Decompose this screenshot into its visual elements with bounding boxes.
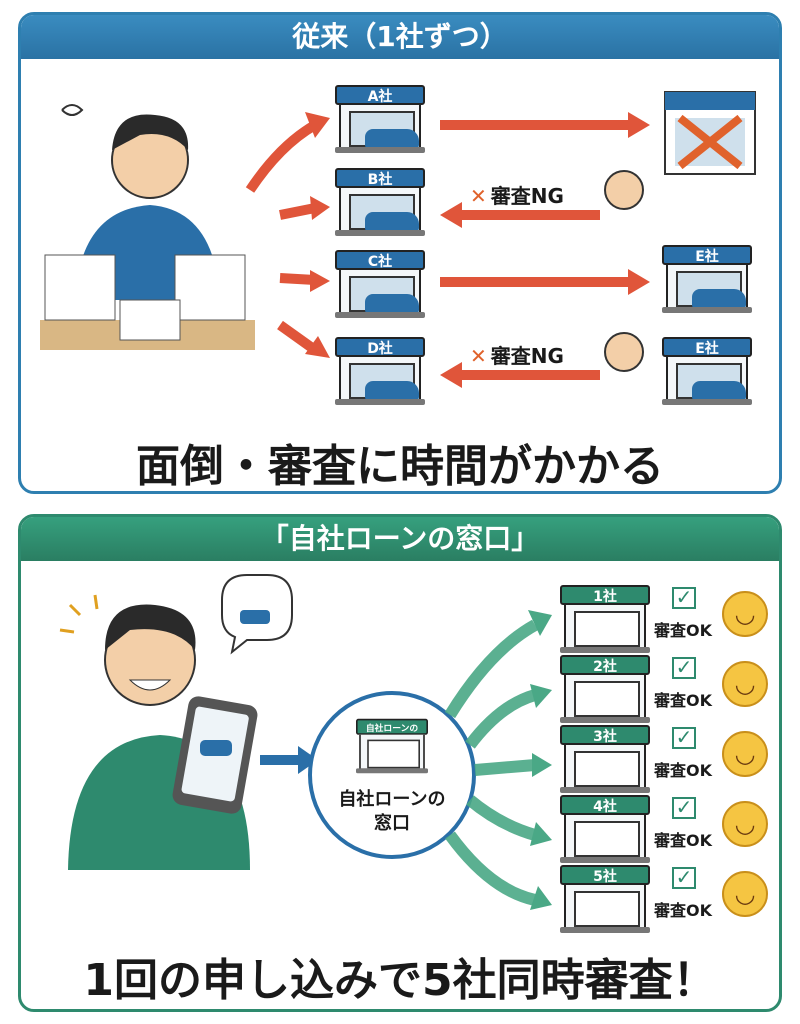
- conventional-header: 従来（1社ずつ）: [21, 15, 779, 59]
- store-b: B社: [335, 168, 425, 236]
- review-ng-label-2: ✕審査NG: [470, 344, 564, 368]
- car-icon: [692, 289, 746, 309]
- checkbox-icon: ✓: [672, 867, 696, 889]
- smiley-face-icon: ◡: [722, 871, 768, 917]
- company-store-1: 1社: [560, 585, 650, 653]
- review-ok-label: 審査OK: [653, 831, 712, 850]
- car-icon: [365, 212, 419, 232]
- hub-store-icon: 自社ローンの: [356, 718, 428, 774]
- frowning-face-icon: [604, 332, 644, 372]
- checkbox-icon: ✓: [672, 657, 696, 679]
- store-d: D社: [335, 337, 425, 405]
- conventional-caption: 面倒・審査に時間がかかる: [136, 441, 664, 492]
- smiley-face-icon: ◡: [722, 801, 768, 847]
- review-ok-label: 審査OK: [653, 621, 712, 640]
- store-e-1: E社: [662, 245, 752, 313]
- car-icon: [365, 129, 419, 149]
- result-caption: 1回の申し込みで5社同時審査！: [83, 955, 717, 1006]
- cross-icon: ✕: [470, 184, 487, 208]
- checkbox-icon: ✓: [672, 797, 696, 819]
- checkbox-icon: ✓: [672, 727, 696, 749]
- store-a: A社: [335, 85, 425, 153]
- review-ok-label: 審査OK: [653, 761, 712, 780]
- frowning-face-icon: [604, 170, 644, 210]
- company-store-5: 5社: [560, 865, 650, 933]
- jisha-loan-header: 「自社ローンの窓口」: [21, 517, 779, 561]
- store-e-2: E社: [662, 337, 752, 405]
- hub-circle: [308, 691, 476, 859]
- smiley-face-icon: ◡: [722, 661, 768, 707]
- calendar-cross-icon: [664, 91, 756, 175]
- car-icon: [365, 294, 419, 314]
- company-store-2: 2社: [560, 655, 650, 723]
- company-store-4: 4社: [560, 795, 650, 863]
- checkbox-icon: ✓: [672, 587, 696, 609]
- review-ok-label: 審査OK: [653, 691, 712, 710]
- stressed-person-icon: [40, 104, 255, 350]
- cross-icon: ✕: [470, 344, 487, 368]
- smiley-face-icon: ◡: [722, 591, 768, 637]
- happy-person-with-phone-icon: [59, 574, 293, 870]
- smiley-face-icon: ◡: [722, 731, 768, 777]
- review-ok-label: 審査OK: [653, 901, 712, 920]
- hub-label: 自社ローンの窓口: [338, 789, 446, 834]
- store-c: C社: [335, 250, 425, 318]
- car-icon: [365, 381, 419, 401]
- red-arrows: [245, 120, 630, 380]
- review-ng-label-1: ✕審査NG: [470, 184, 564, 208]
- company-store-3: 3社: [560, 725, 650, 793]
- car-icon: [692, 381, 746, 401]
